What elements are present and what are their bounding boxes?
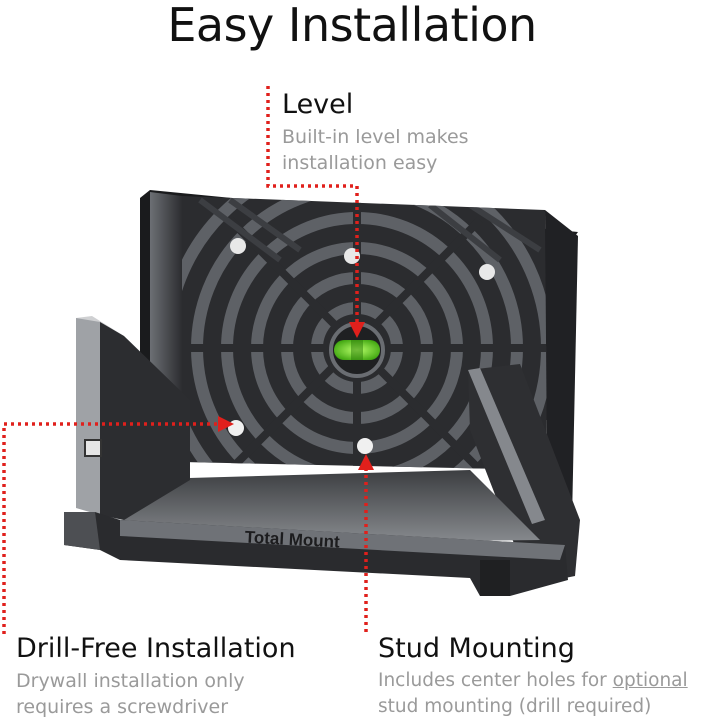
- level-title: Level: [282, 89, 354, 120]
- stud-desc-line-1-text: Includes center holes for: [378, 670, 613, 691]
- drill-free-arrowhead: [218, 416, 234, 432]
- drill-free-desc-line-1: Drywall installation only: [16, 670, 245, 692]
- stud-description: Includes center holes for optional stud …: [378, 668, 688, 720]
- stud-desc-line-2: stud mounting (drill required): [378, 696, 652, 717]
- stud-desc-line-1: Includes center holes for optional: [378, 668, 688, 694]
- level-description: Built-in level makes installation easy: [282, 124, 469, 176]
- stud-title: Stud Mounting: [378, 633, 575, 664]
- page-title: Easy Installation: [167, 0, 537, 52]
- drill-free-callout-line: [2, 422, 220, 634]
- bubble-level: [329, 322, 385, 378]
- drill-free-description: Drywall installation only requires a scr…: [16, 668, 245, 720]
- mount-front-lip: [64, 512, 568, 596]
- optional-underlined: optional: [612, 670, 688, 691]
- drill-free-desc-line-2: requires a screwdriver: [16, 696, 229, 718]
- level-arrowhead: [349, 322, 365, 338]
- level-callout-line: [266, 86, 359, 325]
- mount-left-wall: [76, 316, 190, 520]
- brand-text: Total Mount: [244, 528, 340, 552]
- level-desc-line-2: installation easy: [282, 152, 438, 174]
- level-desc-line-1: Built-in level makes: [282, 126, 469, 148]
- stud-arrowhead: [358, 454, 374, 470]
- drill-free-title: Drill-Free Installation: [16, 633, 296, 664]
